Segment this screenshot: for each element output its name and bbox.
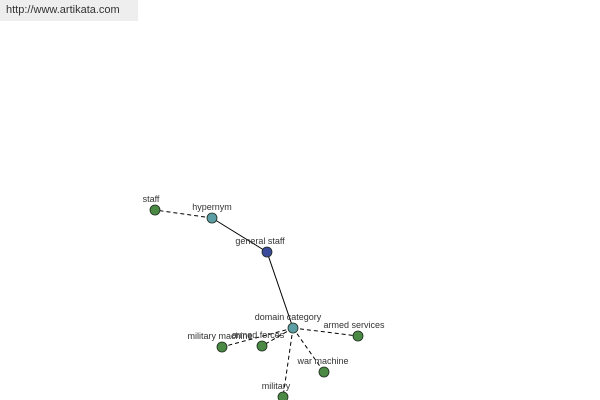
edge-general-staff-to-hypernym — [211, 217, 268, 253]
edge-domain-category-to-military-machine — [221, 327, 294, 348]
nodes-layer — [149, 204, 364, 400]
node-staff[interactable] — [149, 204, 161, 216]
node-label-war-machine[interactable]: war machine — [296, 356, 348, 366]
node-label-military[interactable]: military — [262, 381, 291, 391]
node-label-military-machine[interactable]: military machine — [187, 331, 252, 341]
edge-domain-category-to-armed-forces — [261, 327, 294, 347]
labels-layer: general staff hypernym domain category staf… — [143, 194, 385, 391]
node-label-staff[interactable]: staff — [143, 194, 160, 204]
edge-general-staff-to-domain-category — [266, 251, 294, 329]
node-label-armed-services[interactable]: armed services — [323, 320, 385, 330]
node-domain-category[interactable] — [287, 322, 299, 334]
node-label-general-staff[interactable]: general staff — [235, 236, 285, 246]
node-military[interactable] — [277, 391, 289, 400]
node-label-armed-forces[interactable]: armed forces — [232, 330, 285, 340]
node-military-machine[interactable] — [216, 341, 228, 353]
edge-hypernym-to-staff — [154, 209, 213, 219]
edge-domain-category-to-armed-services — [292, 327, 359, 337]
node-label-hypernym[interactable]: hypernym — [192, 202, 232, 212]
edge-domain-category-to-war-machine — [292, 327, 325, 373]
node-hypernym[interactable] — [206, 212, 218, 224]
node-armed-services[interactable] — [352, 330, 364, 342]
node-label-domain-category[interactable]: domain category — [255, 312, 322, 322]
node-general-staff[interactable] — [261, 246, 273, 258]
edges-layer — [154, 209, 359, 398]
edge-domain-category-to-military — [282, 327, 294, 398]
node-war-machine[interactable] — [318, 366, 330, 378]
node-armed-forces[interactable] — [256, 340, 268, 352]
source-url-link[interactable]: http://www.artikata.com — [0, 0, 138, 21]
